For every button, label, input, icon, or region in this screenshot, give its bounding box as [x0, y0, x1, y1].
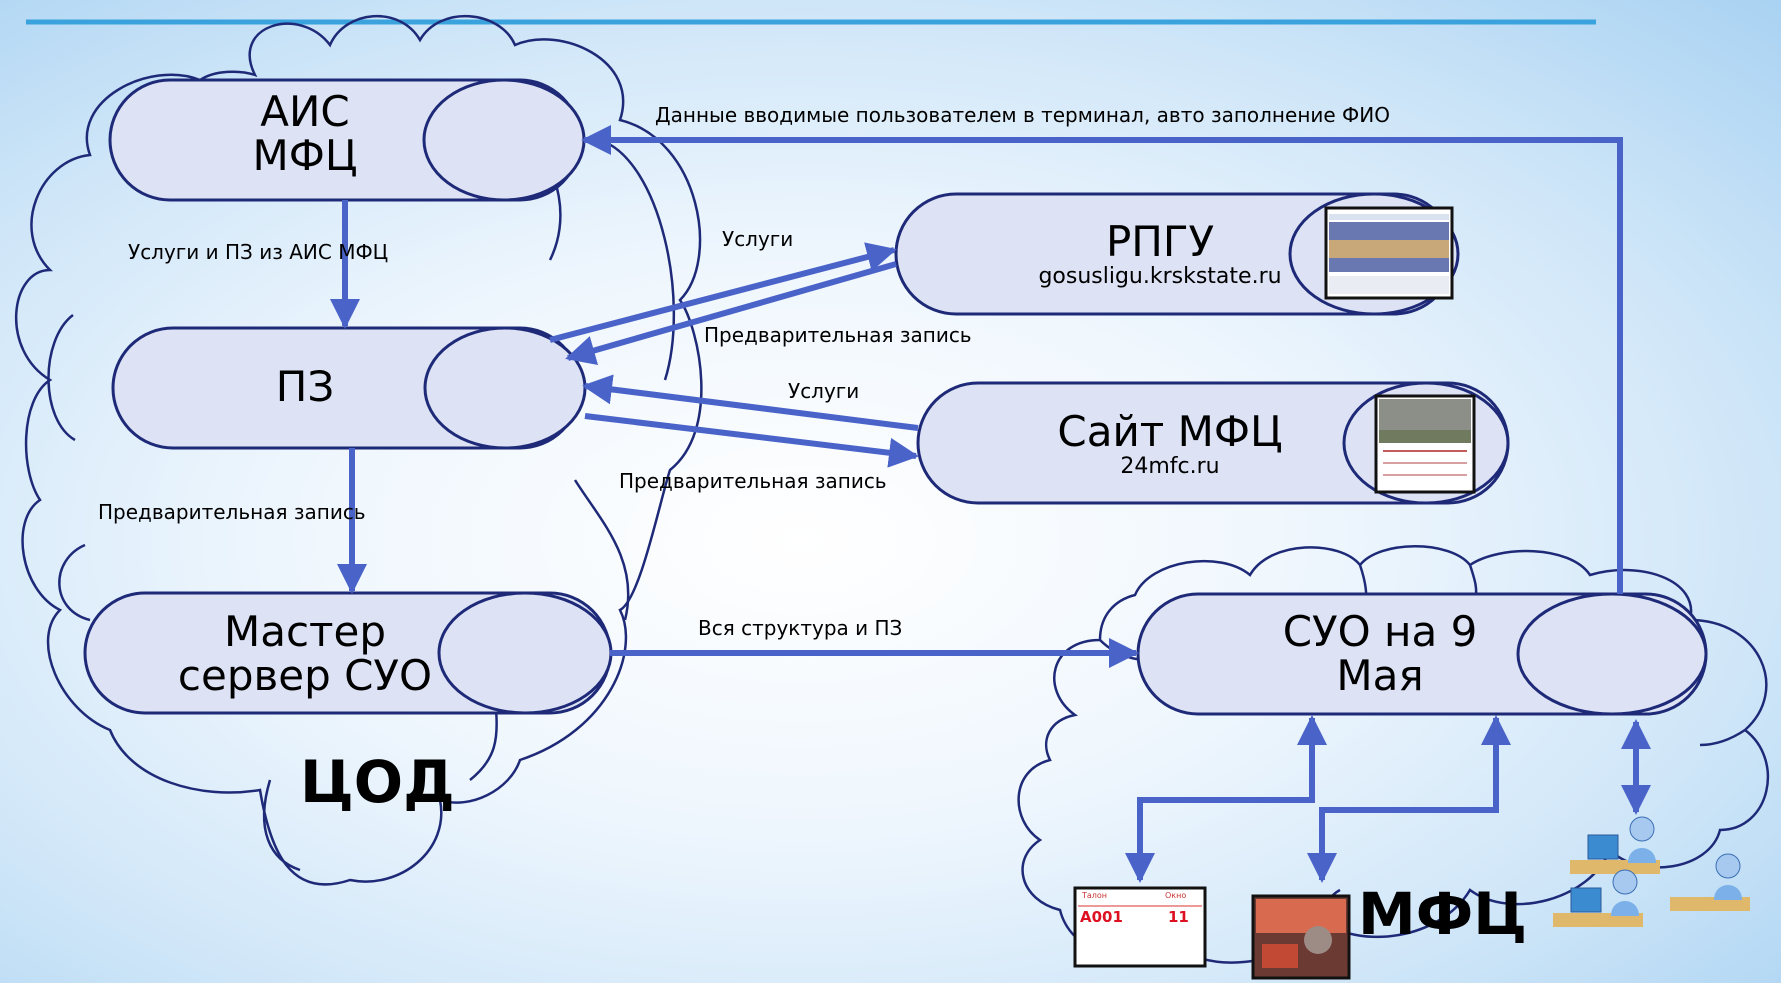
node-suo-line1: СУО на 9 [1282, 607, 1478, 656]
ticket-display-device [1073, 886, 1207, 968]
ticket-window-number: 11 [1168, 908, 1189, 926]
node-ais-line2: МФЦ [252, 131, 358, 180]
node-suo-line2: Мая [1336, 651, 1424, 700]
node-ais-line1: АИС [260, 87, 350, 136]
arrow-suo-kiosk [1307, 715, 1511, 883]
ticket-number: A001 [1080, 908, 1123, 926]
arrow-suo-ticket [1125, 715, 1327, 883]
node-suo-title: СУО на 9 Мая [1250, 610, 1510, 698]
arrow-rpgu-to-pz [565, 261, 897, 365]
ticket-right-header: Окно [1165, 891, 1187, 900]
edge-label-pz-to-master: Предварительная запись [98, 500, 366, 524]
kiosk-terminal-image [1251, 894, 1351, 980]
node-master-shape [83, 591, 613, 715]
edge-label-pz-to-rpgu: Услуги [722, 227, 794, 251]
node-ais-shape [108, 78, 586, 202]
arrows [330, 125, 1651, 883]
edge-label-terminal-data: Данные вводимые пользователем в терминал… [655, 103, 1390, 127]
node-rpgu-url: gosusligu.krskstate.ru [1038, 264, 1282, 289]
node-master-line2: сервер СУО [177, 651, 433, 700]
node-rpgu-title: РПГУ [1105, 217, 1215, 266]
site-screenshot-thumbnail [1374, 394, 1476, 494]
arrow-terminal-data [581, 125, 1623, 594]
operators-illustration [1553, 816, 1750, 927]
edge-label-rpgu-to-pz: Предварительная запись [704, 323, 972, 347]
node-pz-title: ПЗ [275, 362, 335, 411]
node-rpgu-label: РПГУ gosusligu.krskstate.ru [980, 217, 1340, 290]
arrow-site-to-pz [582, 374, 919, 431]
edge-label-site-to-pz: Услуги [788, 379, 860, 403]
arrow-pz-to-rpgu [549, 242, 897, 343]
cloud-right-label: МФЦ [1358, 880, 1528, 948]
edge-label-pz-to-site: Предварительная запись [619, 469, 887, 493]
node-suo-shape [1136, 592, 1708, 716]
ticket-left-header: Талон [1082, 891, 1108, 900]
rpgu-screenshot-thumbnail [1324, 206, 1454, 300]
node-ais-title: АИС МФЦ [200, 90, 410, 178]
edge-label-master-to-suo: Вся структура и ПЗ [698, 616, 903, 640]
node-pz-shape [111, 326, 587, 450]
node-site-label: Сайт МФЦ 24mfc.ru [1000, 407, 1340, 480]
node-site-title: Сайт МФЦ [1057, 407, 1283, 456]
node-master-title: Мастер сервер СУО [160, 610, 450, 698]
node-master-line1: Мастер [223, 607, 387, 656]
cloud-left-label: ЦОД [300, 748, 455, 816]
edge-label-ais-to-pz: Услуги и ПЗ из АИС МФЦ [128, 240, 389, 264]
node-site-url: 24mfc.ru [1120, 454, 1220, 479]
arrow-pz-to-site [584, 413, 919, 468]
